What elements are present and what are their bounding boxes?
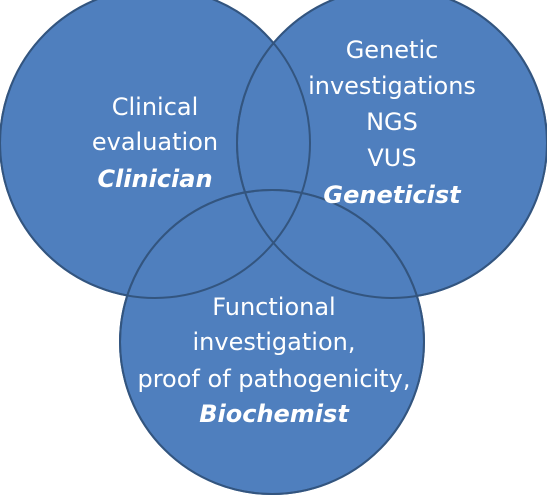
- functional-line-1: Functional: [212, 293, 335, 321]
- genetic-line-1: Genetic: [346, 36, 439, 64]
- clinical-line-1: Clinical: [112, 93, 199, 121]
- genetic-line-2: investigations: [308, 72, 476, 100]
- functional-circle-outline: [119, 189, 425, 495]
- genetic-line-4: VUS: [367, 144, 416, 172]
- functional-line-3: proof of pathogenicity,: [137, 365, 410, 393]
- clinical-role: Clinician: [97, 165, 212, 193]
- clinical-line-2: evaluation: [92, 128, 218, 156]
- genetic-circle-outline: [236, 0, 547, 299]
- functional-role: Biochemist: [199, 400, 350, 428]
- genetic-line-3: NGS: [366, 108, 418, 136]
- genetic-role: Geneticist: [323, 181, 462, 209]
- clinical-circle-outline: [0, 0, 311, 299]
- functional-line-2: investigation,: [193, 328, 356, 356]
